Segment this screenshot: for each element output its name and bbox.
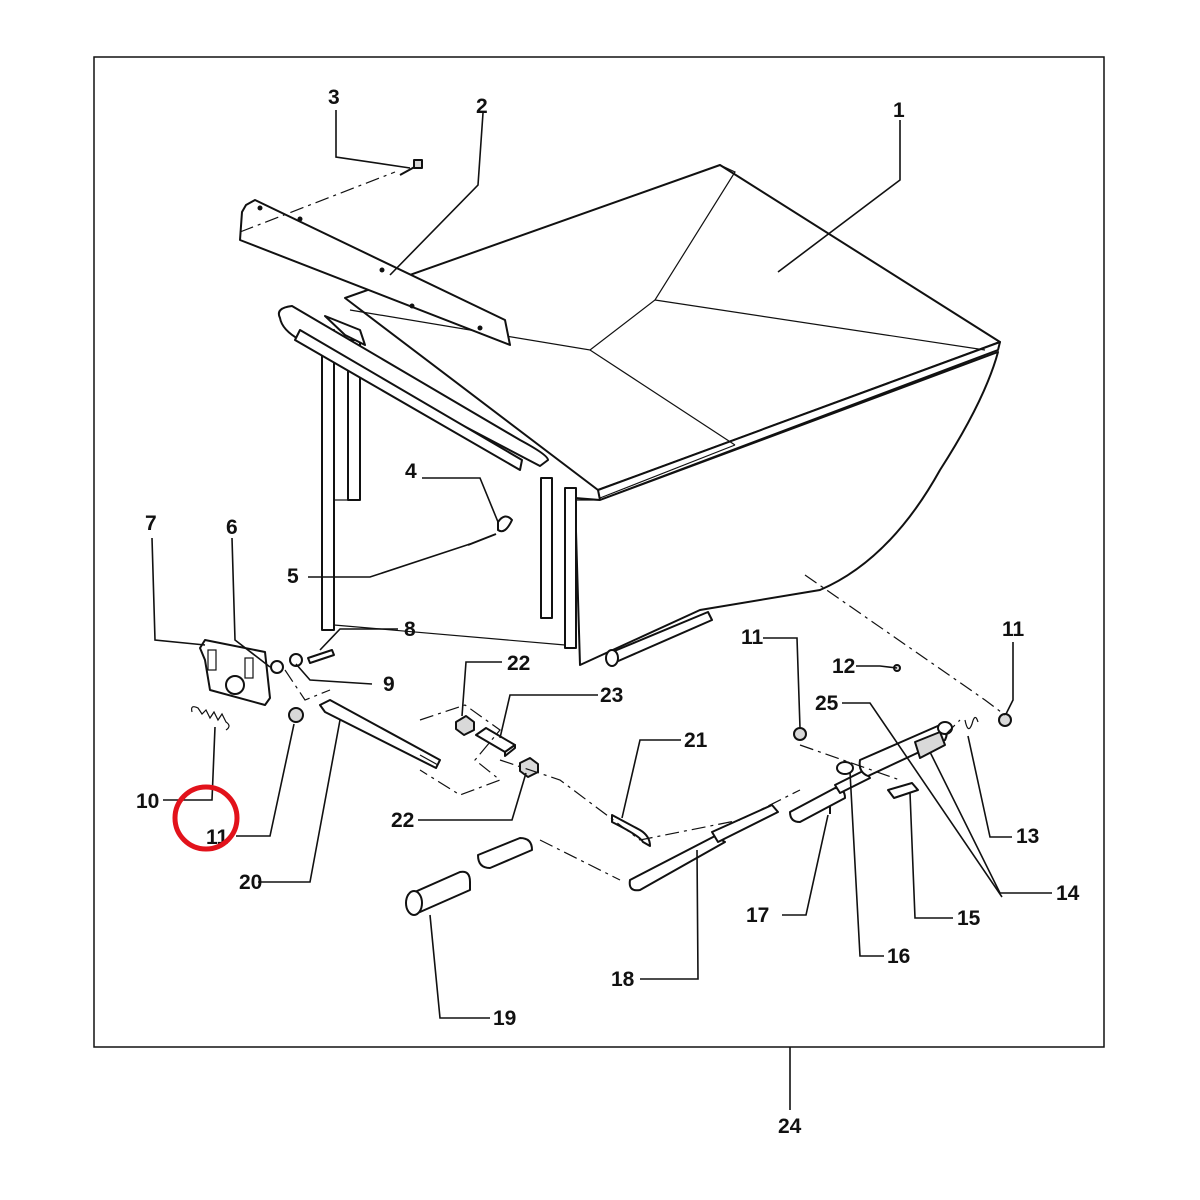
callout-3: 3	[328, 86, 340, 109]
callout-6: 6	[226, 516, 238, 539]
pin-part-21	[611, 814, 651, 847]
callout-24: 24	[778, 1115, 802, 1138]
spacer-parts	[455, 715, 539, 778]
diagram-frame	[93, 56, 1105, 1048]
callout-labels: 1 2 3 4 5 6 7 8 9 10 11 11 11 12 13 14 1…	[136, 86, 1080, 1138]
callout-21: 21	[684, 729, 708, 752]
callout-20: 20	[239, 871, 262, 894]
deflector-plate	[239, 199, 511, 346]
callout-5: 5	[287, 565, 299, 588]
grip-part-19	[405, 837, 533, 916]
callout-15: 15	[957, 907, 981, 930]
callout-18: 18	[611, 968, 635, 991]
callout-8: 8	[404, 618, 416, 641]
clip-part-4	[467, 515, 513, 546]
spring-part-10	[191, 706, 230, 731]
callout-11-shaft: 11	[741, 626, 764, 649]
callout-17: 17	[746, 904, 769, 927]
callout-25: 25	[815, 692, 839, 715]
callout-1: 1	[893, 99, 905, 122]
callout-19: 19	[493, 1007, 516, 1030]
callout-4: 4	[405, 460, 417, 483]
callout-7: 7	[145, 512, 157, 535]
highlight-circle	[172, 784, 240, 852]
rod-part-20	[288, 699, 441, 769]
callout-22-top: 22	[507, 652, 530, 675]
callout-11-right: 11	[1002, 618, 1025, 641]
callout-14: 14	[1056, 882, 1080, 905]
callout-2: 2	[476, 95, 488, 118]
hopper-body	[344, 164, 1001, 667]
callout-16: 16	[887, 945, 910, 968]
shaft-assembly	[789, 664, 1012, 823]
latch-bracket	[199, 639, 335, 706]
hopper-frame	[277, 305, 577, 649]
callout-23: 23	[600, 684, 623, 707]
callout-22-bottom: 22	[391, 809, 414, 832]
callout-13: 13	[1016, 825, 1039, 848]
screw-part-3	[399, 159, 423, 176]
callout-9: 9	[383, 673, 395, 696]
handle-tube-part-18	[628, 804, 779, 892]
alignment-lines	[239, 171, 1006, 881]
callout-10: 10	[136, 790, 159, 813]
leader-lines	[151, 110, 1052, 1110]
callout-12: 12	[832, 655, 855, 678]
